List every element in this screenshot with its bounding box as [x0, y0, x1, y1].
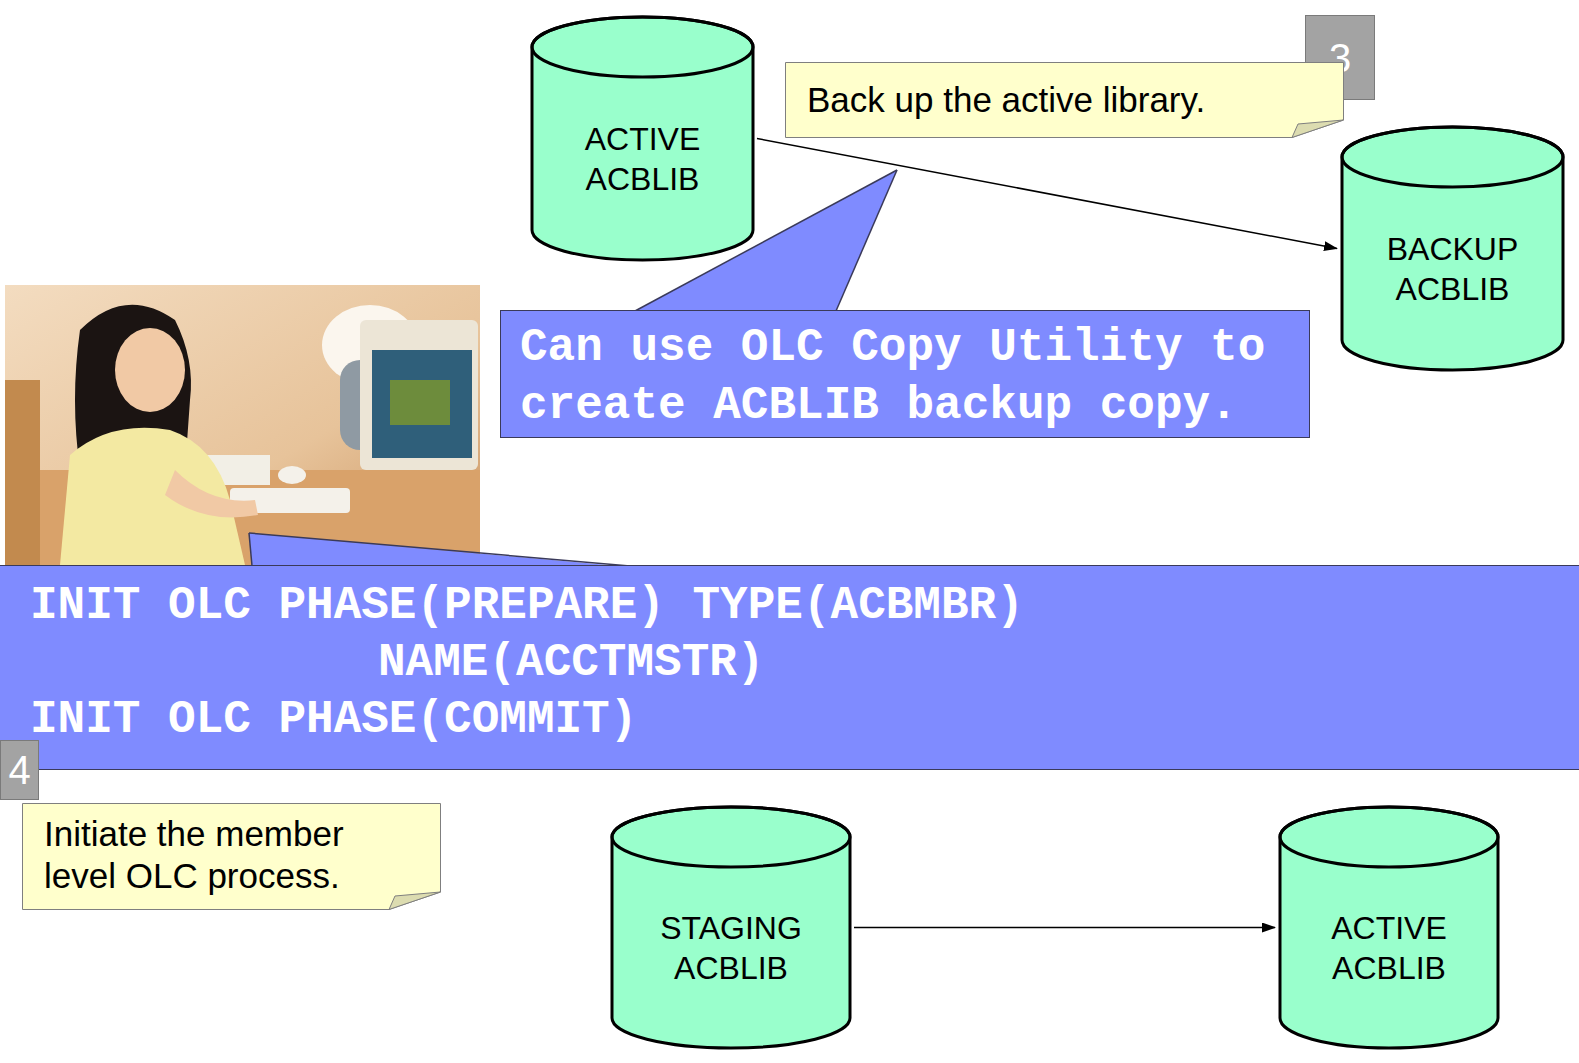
cylinder-body — [1280, 807, 1498, 1048]
flow-arrow — [757, 139, 1337, 249]
face — [115, 328, 185, 412]
cylinder-top — [1280, 807, 1498, 867]
shirt — [60, 428, 245, 565]
cylinder-top — [532, 17, 753, 77]
cylinder-top — [612, 807, 850, 867]
flow-arrow — [854, 927, 1275, 929]
command-line: NAME(ACCTMSTR) — [378, 635, 1549, 692]
command-line: INIT OLC PHASE(PREPARE) TYPE(ACBMBR) — [30, 578, 1549, 635]
note-box: Back up the active library. — [785, 62, 1344, 138]
callout-number: 4 — [0, 740, 39, 800]
label-text: Can use OLC Copy Utility to create ACBLI… — [520, 319, 1290, 435]
photo-background — [5, 285, 480, 565]
command-line: INIT OLC PHASE(COMMIT) — [30, 692, 1549, 749]
chair — [5, 380, 40, 565]
pointer-edge — [249, 533, 252, 566]
number-text: 4 — [8, 747, 30, 793]
library-cylinder: ACTIVE ACBLIB — [1278, 805, 1500, 1050]
note-box: Initiate the member level OLC process. — [22, 803, 441, 910]
monitor — [360, 320, 478, 470]
arm — [165, 470, 258, 518]
library-cylinder: BACKUP ACBLIB — [1340, 125, 1565, 372]
label-text: ACTIVE ACBLIB — [1304, 908, 1474, 988]
label-text: STAGING ACBLIB — [646, 908, 816, 988]
screen-image — [390, 380, 450, 425]
library-cylinder: STAGING ACBLIB — [610, 805, 852, 1050]
cylinder-body — [1342, 127, 1563, 370]
label-text: BACKUP ACBLIB — [1368, 229, 1538, 309]
pointer-edge — [249, 533, 630, 566]
cylinder-body — [612, 807, 850, 1048]
pointer-edge — [836, 170, 897, 311]
mouse — [278, 466, 306, 484]
label-text: Initiate the member level OLC process. — [44, 813, 419, 897]
monitor-screen — [372, 350, 472, 458]
callout-box: Can use OLC Copy Utility to create ACBLI… — [500, 310, 1310, 438]
label-text: ACTIVE ACBLIB — [558, 119, 728, 199]
command-band: INIT OLC PHASE(PREPARE) TYPE(ACBMBR)NAME… — [0, 565, 1579, 770]
note-paper — [786, 63, 1344, 138]
note-paper — [23, 804, 441, 910]
cylinder-top — [1342, 127, 1563, 187]
label-text: Back up the active library. — [807, 79, 1322, 121]
note-fold — [389, 892, 441, 910]
cylinder-body — [532, 17, 753, 260]
callout-pointer — [249, 533, 630, 567]
library-cylinder: ACTIVE ACBLIB — [530, 15, 755, 262]
note-fold — [1292, 120, 1344, 138]
